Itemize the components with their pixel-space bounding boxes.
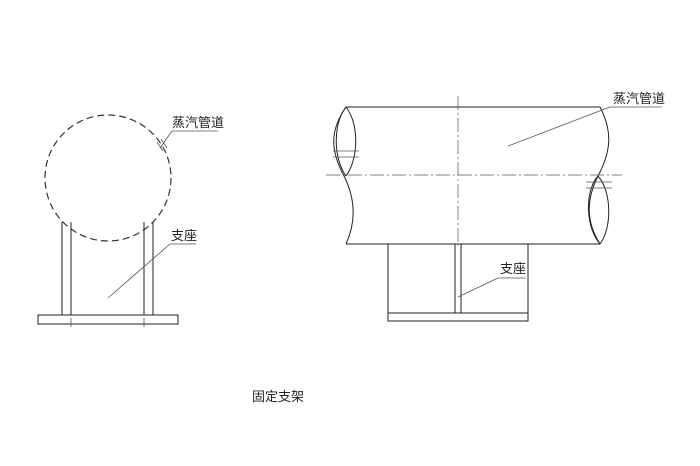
right-pipe-leader — [507, 106, 611, 147]
right-base-plate — [387, 312, 529, 322]
left-pipe-leader — [159, 130, 173, 149]
right-pipe-left-break-lens — [335, 106, 357, 177]
left-pipe-leader-tick-1 — [156, 141, 164, 152]
left-support-label: 支座 — [171, 229, 197, 244]
left-base-plate — [37, 314, 179, 325]
left-pipe-circle — [44, 114, 172, 242]
right-support-label: 支座 — [500, 262, 526, 277]
right-pipe-right-break-lens — [587, 175, 610, 245]
right-pipe-left-break — [333, 106, 354, 245]
right-pipe-label: 蒸汽管道 — [613, 92, 665, 107]
left-pipe-leader-tick-2 — [160, 138, 168, 149]
drawing-caption: 固定支架 — [252, 390, 304, 405]
left-pipe-label: 蒸汽管道 — [172, 116, 224, 131]
right-elevation-view: 蒸汽管道 支座 — [326, 92, 665, 322]
left-support-leader — [107, 243, 171, 299]
left-section-view: 蒸汽管道 支座 — [37, 114, 224, 327]
right-pipe-right-break — [588, 106, 610, 245]
right-support-leader — [457, 277, 499, 298]
